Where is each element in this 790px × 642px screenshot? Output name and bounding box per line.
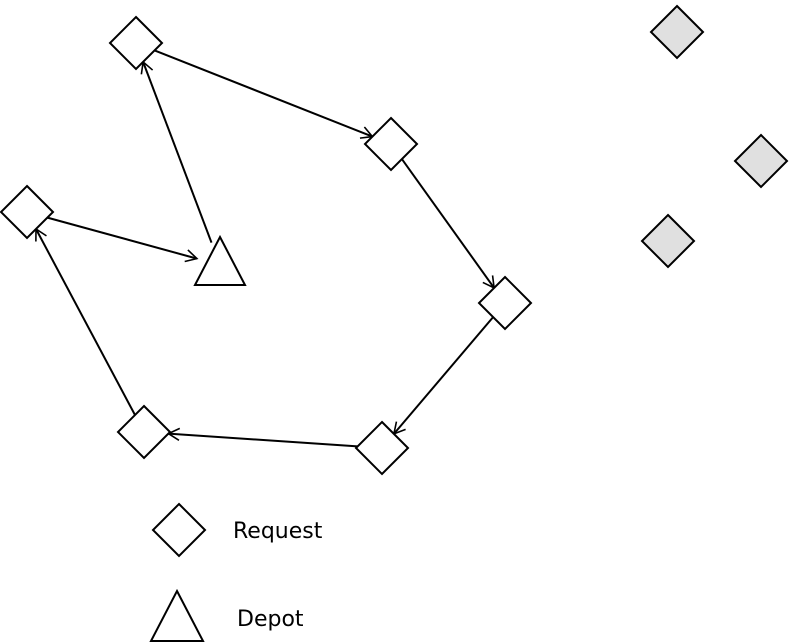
request-diamond-icon-r2	[363, 116, 419, 172]
request-diamond-icon-r1	[108, 15, 164, 71]
route-arrow-r1-to-r2	[154, 49, 374, 139]
legend-depot-label: Depot	[237, 607, 304, 632]
route-arrow-r2-to-r3	[401, 158, 496, 290]
request-diamond-icon-r3	[477, 275, 533, 331]
request-diamond-icon-r5	[116, 404, 172, 460]
legend-depot-triangle-icon	[149, 588, 205, 642]
route-arrow-r4-to-r5	[166, 427, 358, 448]
route-arrow-r5-to-r6	[35, 227, 136, 416]
route-nodes	[0, 4, 789, 476]
route-arrow-depot-to-r1	[140, 60, 213, 243]
request-diamond-icon-r6	[0, 184, 55, 240]
unvisited-request-diamond-icon-u2	[733, 133, 789, 189]
route-arrow-r6-to-depot	[47, 216, 199, 263]
legend: Request Depot	[149, 502, 323, 642]
request-diamond-icon-r4	[354, 420, 410, 476]
unvisited-request-diamond-icon-u3	[640, 213, 696, 269]
legend-request-label: Request	[233, 519, 323, 544]
legend-request-diamond-icon	[151, 502, 207, 558]
route-edges	[35, 49, 496, 448]
unvisited-request-diamond-icon-u1	[649, 4, 705, 60]
depot-triangle-icon	[193, 234, 247, 286]
route-arrow-r3-to-r4	[392, 316, 494, 436]
